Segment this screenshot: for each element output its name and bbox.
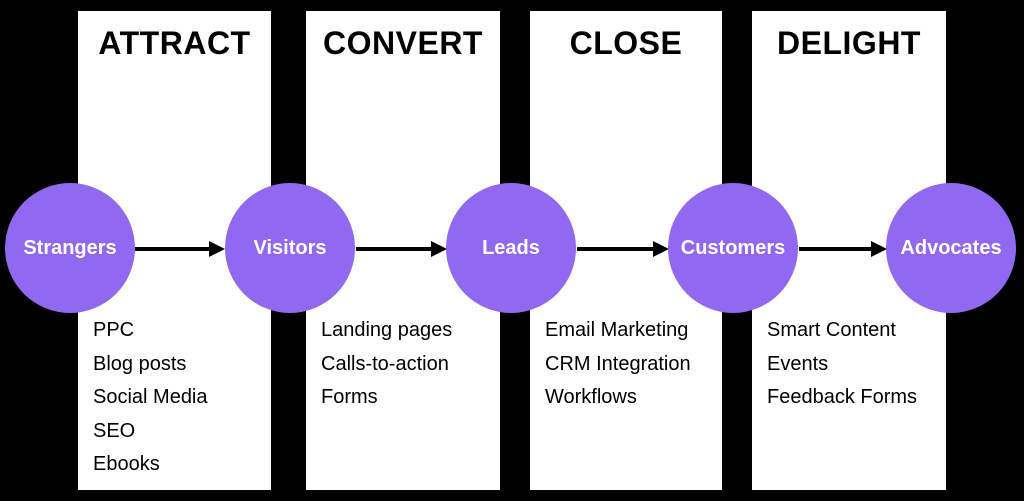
stage-tactics-convert: Landing pages Calls-to-action Forms — [321, 314, 496, 415]
stage-title-close: CLOSE — [569, 25, 683, 61]
tactic-item: PPC — [93, 319, 135, 341]
tactic-item: Email Marketing — [545, 319, 689, 341]
stage-tactics-delight: Smart Content Events Feedback Forms — [767, 314, 942, 415]
audience-circle-strangers: Strangers — [5, 183, 135, 313]
tactic-item: Calls-to-action — [321, 352, 449, 375]
audience-label: Customers — [680, 236, 786, 259]
flow-arrow-leads-to-customers — [577, 241, 669, 257]
stage-title-convert: CONVERT — [323, 25, 483, 61]
audience-circle-visitors: Visitors — [225, 183, 355, 313]
audience-circle-customers: Customers — [668, 183, 798, 313]
tactic-item: Events — [767, 352, 829, 375]
tactic-item: Ebooks — [93, 453, 160, 475]
tactic-item: Feedback Forms — [767, 386, 918, 408]
tactic-item: Blog posts — [93, 352, 187, 375]
flow-arrow-customers-to-advocates — [799, 241, 887, 257]
stage-tactics-close: Email Marketing CRM Integration Workflow… — [545, 314, 718, 415]
tactic-item: SEO — [93, 419, 136, 442]
flow-arrow-strangers-to-visitors — [135, 241, 225, 257]
flow-arrow-visitors-to-leads — [356, 241, 447, 257]
stage-tactics-attract: PPC Blog posts Social Media SEO Ebooks — [93, 314, 267, 482]
stage-title-delight: DELIGHT — [777, 25, 921, 61]
tactic-item: Forms — [321, 386, 378, 408]
audience-label: Strangers — [23, 236, 117, 259]
stage-title-attract: ATTRACT — [98, 25, 251, 61]
tactic-item: Social Media — [93, 386, 208, 408]
audience-circle-leads: Leads — [446, 183, 576, 313]
tactic-item: Landing pages — [321, 319, 453, 341]
tactic-item: Workflows — [545, 386, 637, 408]
audience-circle-advocates: Advocates — [886, 183, 1016, 313]
tactic-item: Smart Content — [767, 319, 896, 341]
audience-label: Visitors — [253, 236, 327, 259]
tactic-item: CRM Integration — [545, 352, 691, 375]
audience-label: Leads — [482, 236, 540, 259]
audience-label: Advocates — [900, 236, 1002, 259]
